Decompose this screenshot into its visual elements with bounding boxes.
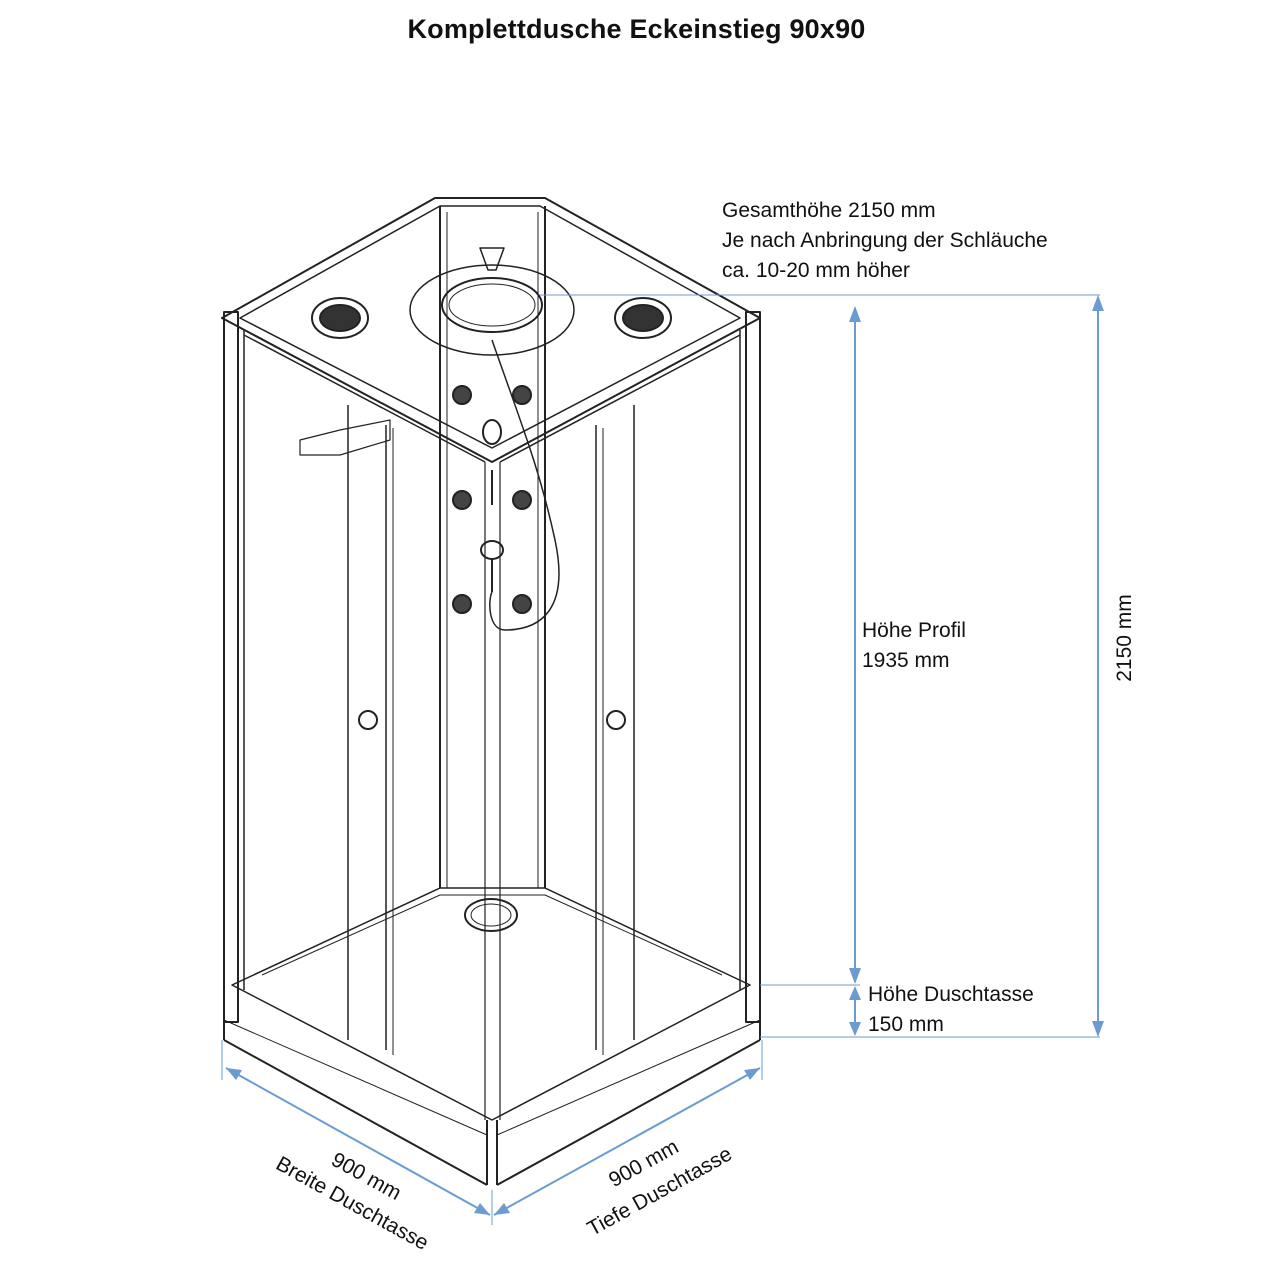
tiefe-dimension-line — [493, 1067, 761, 1216]
duschtasse-line2: 150 mm — [868, 1013, 944, 1036]
jet — [512, 594, 532, 614]
diagram-title: Komplettdusche Eckeinstieg 90x90 — [407, 14, 866, 44]
rain-shower-head — [441, 277, 543, 333]
drain — [464, 898, 518, 932]
left-post — [223, 311, 239, 1023]
duschtasse-line1: Höhe Duschtasse — [868, 983, 1034, 1006]
roof-inner-outline — [239, 205, 741, 449]
jet — [452, 385, 472, 405]
profil-line2: 1935 mm — [862, 649, 950, 672]
roof-outline — [221, 197, 761, 463]
profil-note: Höhe Profil 1935 mm — [862, 616, 966, 676]
right-vent — [614, 297, 672, 339]
rain-shower-outer — [409, 264, 575, 356]
jet — [452, 594, 472, 614]
shower-hose — [489, 339, 560, 631]
total-height-label: 2150 mm — [1113, 594, 1136, 682]
breite-dimension-line — [225, 1067, 491, 1216]
tray-top — [231, 887, 751, 1121]
door-knob-right — [606, 710, 626, 730]
left-vent — [311, 297, 369, 339]
gesamthoehe-line3: ca. 10-20 mm höher — [722, 259, 910, 282]
gesamthoehe-line1: Gesamthöhe 2150 mm — [722, 199, 936, 222]
door-knob-left — [358, 710, 378, 730]
gesamthoehe-note: Gesamthöhe 2150 mm Je nach Anbringung de… — [722, 196, 1048, 286]
profil-line1: Höhe Profil — [862, 619, 966, 642]
duschtasse-note: Höhe Duschtasse 150 mm — [868, 980, 1034, 1040]
right-post — [745, 311, 761, 1023]
gesamthoehe-line2: Je nach Anbringung der Schläuche — [722, 229, 1048, 252]
jet — [512, 490, 532, 510]
jet — [512, 385, 532, 405]
jet — [452, 490, 472, 510]
